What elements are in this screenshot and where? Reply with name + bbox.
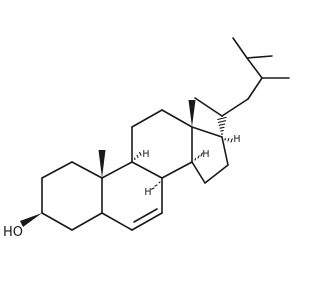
h17-hashed-bond xyxy=(224,137,233,143)
c3-oh-wedge xyxy=(20,213,42,227)
h8-label: H xyxy=(144,187,151,198)
h14-label: H xyxy=(202,149,209,160)
h8-hashed-bond xyxy=(150,181,161,190)
side-chain xyxy=(194,37,290,135)
hydroxyl-label: HO xyxy=(3,225,23,240)
h9-label: H xyxy=(142,149,149,160)
h17-label: H xyxy=(233,134,240,145)
methyl-c19-wedge xyxy=(98,150,106,178)
ring-b xyxy=(101,161,163,231)
methyl-c18-wedge xyxy=(188,100,196,127)
structural-formula: H H H H HO xyxy=(3,37,290,240)
ring-c xyxy=(131,109,193,179)
ring-a xyxy=(41,161,103,231)
c20-hashed-bond xyxy=(217,116,227,135)
double-bond-inner xyxy=(133,208,158,223)
ring-d xyxy=(191,126,229,184)
h14-hashed-bond xyxy=(194,152,203,161)
h9-hashed-bond xyxy=(134,151,142,161)
angular-methyls xyxy=(98,100,196,178)
stereo-hydrogens: H H H H xyxy=(134,134,241,198)
hydroxyl-group: HO xyxy=(3,213,42,240)
